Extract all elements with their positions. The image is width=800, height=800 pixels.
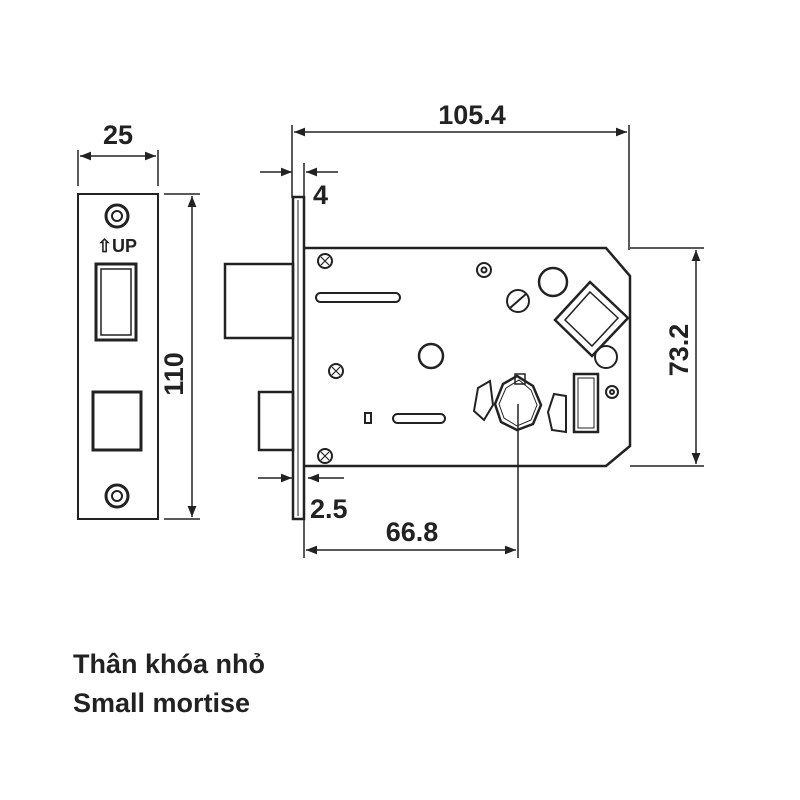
deadbolt-opening bbox=[91, 390, 143, 452]
case-screw-icon bbox=[317, 448, 333, 464]
lock-body bbox=[223, 195, 632, 521]
faceplate-height-label: 110 bbox=[159, 352, 189, 396]
cam-pin bbox=[506, 289, 530, 313]
latch-opening bbox=[94, 262, 138, 342]
right-lever bbox=[546, 392, 567, 434]
faceplate-width-label: 25 bbox=[103, 120, 133, 150]
faceplate-height-dimension bbox=[164, 193, 200, 520]
total-width-label: 105.4 bbox=[438, 100, 506, 130]
edge-offset-label: 2.5 bbox=[310, 494, 348, 524]
case-outline bbox=[304, 246, 632, 468]
caption-english: Small mortise bbox=[73, 688, 251, 718]
top-screw-hole-inner bbox=[111, 210, 123, 222]
up-label: ⇧UP bbox=[97, 236, 137, 256]
body-height-dimension bbox=[630, 247, 704, 467]
dead-bolt bbox=[257, 390, 295, 452]
follower-pin bbox=[594, 345, 618, 369]
left-lever bbox=[472, 379, 495, 422]
front-plate bbox=[291, 195, 306, 521]
plate-thickness-dimension bbox=[260, 163, 338, 198]
faceplate-width-dimension bbox=[77, 150, 159, 186]
faceplate-outline bbox=[77, 193, 159, 520]
center-hole bbox=[417, 342, 445, 370]
case-screw-icon bbox=[317, 253, 333, 269]
bottom-screw-hole bbox=[104, 483, 130, 509]
body-height-label: 73.2 bbox=[664, 324, 694, 377]
caption-vietnamese: Thân khóa nhỏ bbox=[73, 649, 265, 679]
latch-bolt bbox=[223, 262, 295, 340]
backset-dimension bbox=[303, 404, 519, 558]
guard-block bbox=[572, 372, 600, 434]
plate-thickness-label: 4 bbox=[313, 180, 328, 210]
case-screw-icon bbox=[605, 385, 619, 399]
bottom-screw-hole-inner bbox=[111, 490, 123, 502]
faceplate bbox=[77, 193, 159, 520]
case-screw-icon bbox=[476, 262, 492, 278]
bolt-slot bbox=[392, 413, 446, 424]
case-screw-icon bbox=[328, 363, 344, 379]
total-width-dimension bbox=[291, 125, 630, 250]
cylinder-cam bbox=[493, 374, 543, 432]
latch-opening-inner bbox=[100, 268, 132, 336]
cam-tab bbox=[514, 373, 526, 385]
latch-slot bbox=[315, 292, 401, 303]
small-slot bbox=[364, 412, 372, 424]
top-screw-hole bbox=[104, 203, 130, 229]
backset-label: 66.8 bbox=[386, 517, 439, 547]
spring-pin bbox=[537, 266, 569, 298]
square-follower bbox=[553, 280, 630, 358]
